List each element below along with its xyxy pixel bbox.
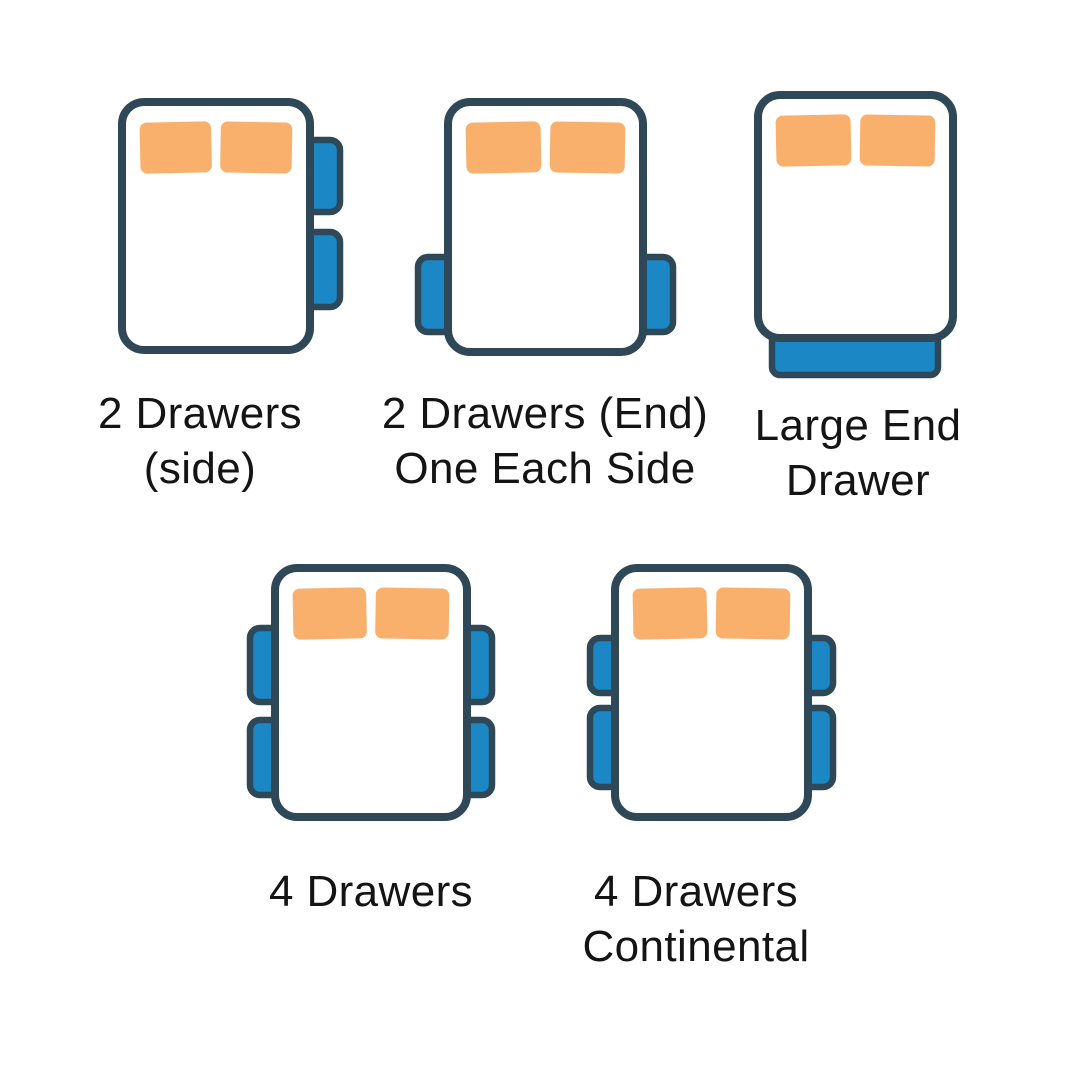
figure-caption: 2 Drawers (side) — [75, 386, 325, 496]
pillow-left — [775, 114, 852, 167]
bed-4-drawers-icon — [246, 564, 496, 821]
pillow-right — [549, 121, 626, 174]
pillow-right — [220, 121, 293, 174]
pillow-right — [715, 587, 791, 640]
bed-2-drawers-side-icon — [118, 98, 344, 354]
caption-line: Large End — [754, 401, 962, 450]
pillow-left — [465, 121, 542, 174]
caption-line: 4 Drawers — [268, 867, 474, 916]
caption-line: (side) — [143, 444, 257, 493]
bed-4-drawers-continental-icon — [586, 564, 837, 821]
bed-2-drawers-end-icon — [414, 98, 677, 356]
caption-line: Continental — [582, 922, 810, 971]
pillow-left — [139, 121, 212, 174]
pillow-right — [859, 114, 936, 167]
figure-caption: Large End Drawer — [738, 398, 978, 508]
caption-line: 2 Drawers — [97, 389, 303, 438]
figure-caption: 4 Drawers — [251, 864, 491, 919]
pillow-right — [375, 587, 450, 640]
caption-line: Drawer — [785, 456, 931, 505]
pillow-left — [292, 587, 367, 640]
bed-large-end-drawer-icon — [754, 91, 957, 379]
caption-line: 2 Drawers (End) — [381, 389, 709, 438]
figure-caption: 4 Drawers Continental — [576, 864, 816, 974]
caption-line: 4 Drawers — [593, 867, 799, 916]
pillow-left — [632, 587, 708, 640]
figure-caption: 2 Drawers (End) One Each Side — [372, 386, 718, 496]
caption-line: One Each Side — [394, 444, 696, 493]
